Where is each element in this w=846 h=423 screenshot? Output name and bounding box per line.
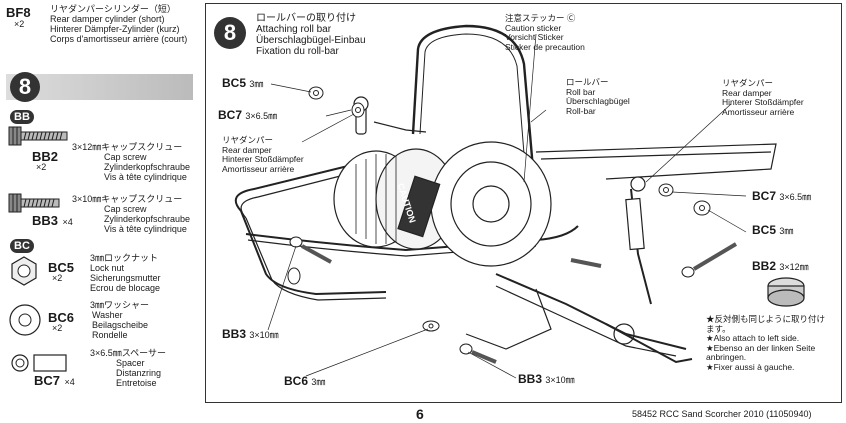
- bc5-description: 3㎜ロックナット Lock nut Sicherungsmutter Ecrou…: [90, 253, 161, 293]
- bb3-screw-icon: [8, 193, 60, 213]
- washer-icon: [9, 304, 41, 336]
- bf8-qty: ×2: [14, 19, 25, 29]
- bb2-description: 3×12㎜キャップスクリュー Cap screw Zylinderkopfsch…: [72, 142, 191, 182]
- bc6-code: BC6: [48, 310, 75, 325]
- bb2-screw-icon: [8, 126, 68, 146]
- label-bc5-right: BC5 3㎜: [752, 223, 794, 237]
- bag-bc-badge: BC: [10, 236, 34, 254]
- footer-model-code: 58452 RCC Sand Scorcher 2010 (11050940): [632, 409, 812, 419]
- label-bb2-right: BB2 3×12㎜: [752, 259, 809, 273]
- step-panel: [205, 3, 842, 403]
- bb2-code: BB2: [32, 149, 59, 164]
- bb3-code: BB3 ×4: [32, 213, 73, 228]
- page-number: 6: [416, 406, 424, 422]
- step-number: 8: [214, 17, 246, 49]
- lock-nut-icon: [11, 256, 37, 286]
- label-bb3-left: BB3 3×10㎜: [222, 327, 279, 341]
- label-bc7-left: BC7 3×6.5㎜: [218, 108, 278, 122]
- bb2-qty: ×2: [36, 162, 47, 172]
- bc5-qty: ×2: [52, 273, 63, 283]
- label-bb3-bottom: BB3 3×10㎜: [518, 372, 575, 386]
- label-bc6-bottom: BC6 3㎜: [284, 374, 326, 388]
- bf8-description: リヤダンパーシリンダー（短） Rear damper cylinder (sho…: [50, 4, 188, 44]
- bc5-code: BC5: [48, 260, 75, 275]
- label-bc7-right: BC7 3×6.5㎜: [752, 189, 812, 203]
- assembly-drawing: [234, 24, 805, 379]
- spacer-icon: [11, 354, 67, 372]
- step-title: ロールバーの取り付け Attaching roll bar Überschlag…: [256, 13, 366, 57]
- bc7-code: BC7 ×4: [34, 373, 75, 388]
- step-header-number: 8: [10, 72, 40, 102]
- mirror-note: ★反対側も同じように取り付けます。★Also attach to left si…: [706, 314, 826, 372]
- bc7-description: 3×6.5㎜スペーサー Spacer Distanzring Entretois…: [90, 348, 166, 388]
- bc6-description: 3㎜ワッシャー Washer Beilagscheibe Rondelle: [90, 300, 150, 340]
- bag-bb-badge: BB: [10, 107, 34, 125]
- label-bc5-left: BC5 3㎜: [222, 76, 264, 90]
- bf8-code: BF8: [6, 5, 31, 20]
- bc6-qty: ×2: [52, 323, 63, 333]
- bb3-description: 3×10㎜キャップスクリュー Cap screw Zylinderkopfsch…: [72, 194, 191, 234]
